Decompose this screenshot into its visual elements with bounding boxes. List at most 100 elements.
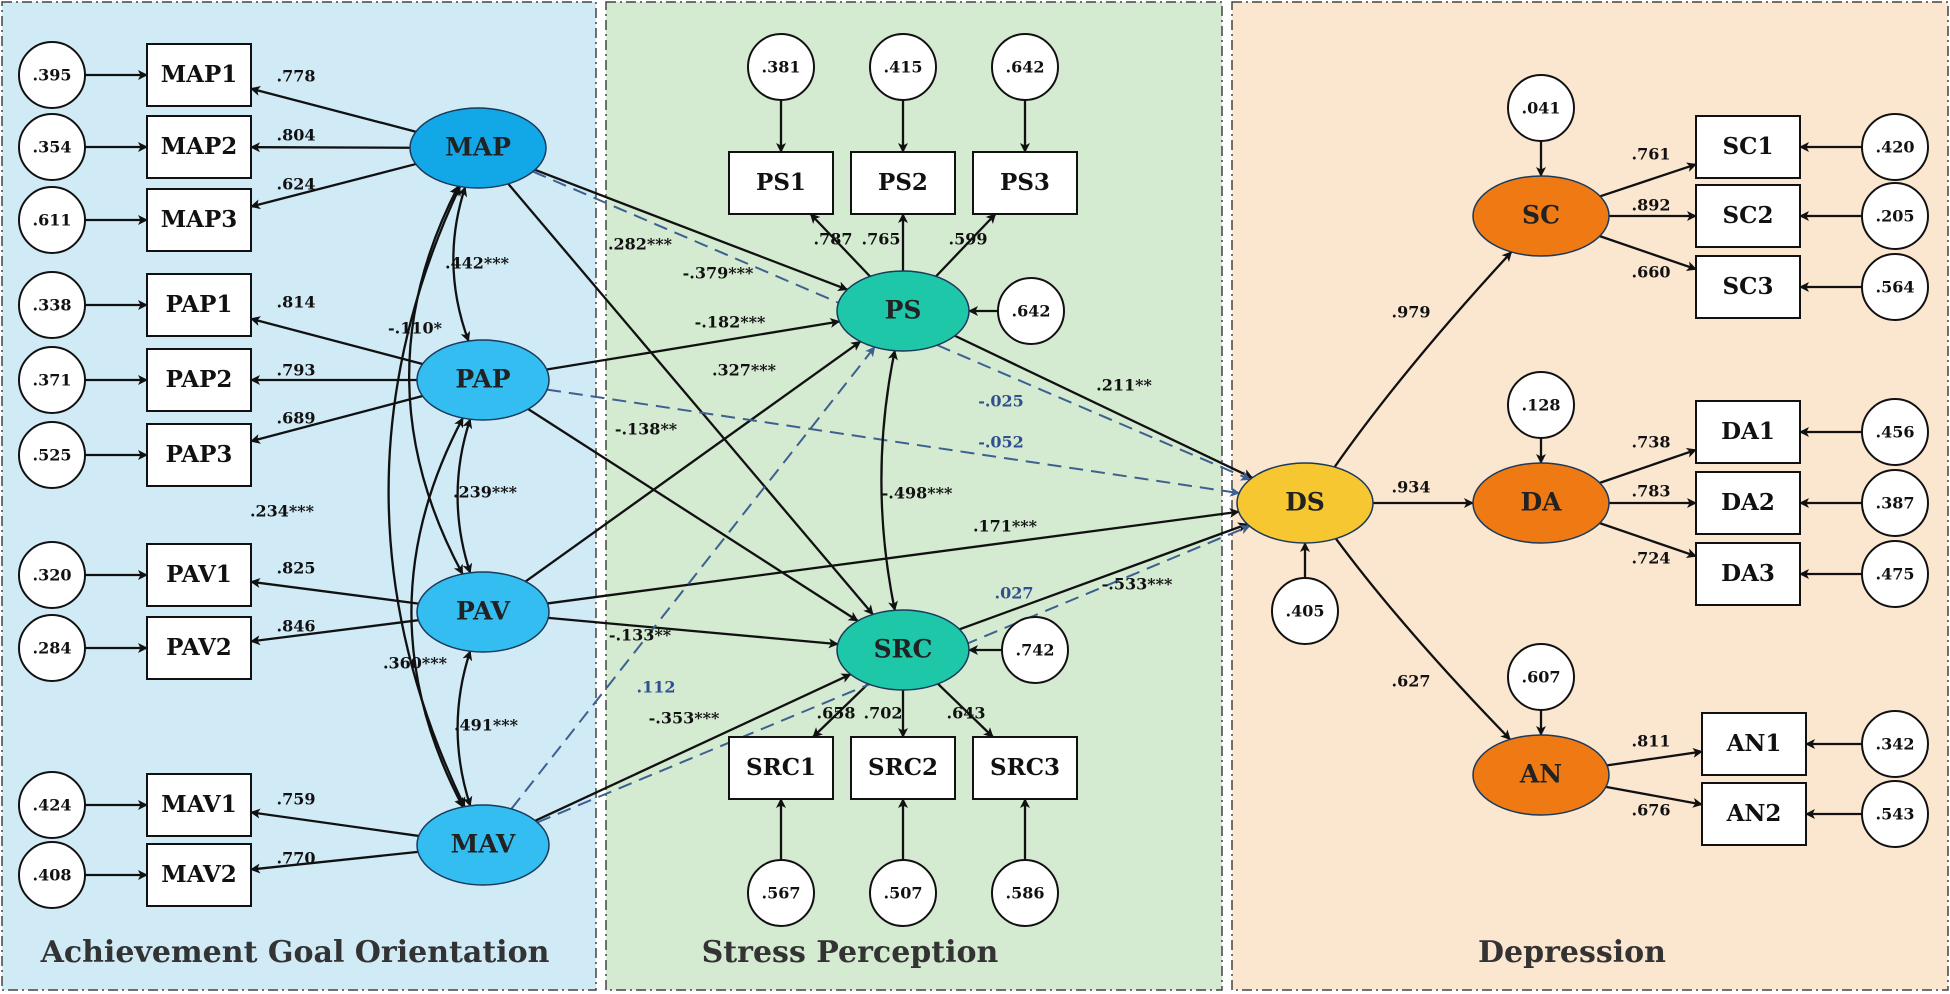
error-circle-pap2	[18, 346, 86, 414]
disturbance-value-ds: .405	[1286, 602, 1325, 621]
second-order-arrow-an	[1334, 537, 1511, 741]
indicator-box-an1	[1701, 712, 1807, 776]
loading-label-map1: .778	[277, 67, 316, 86]
path-arrow-pap-src	[527, 408, 859, 622]
loading-label-src2: .702	[864, 704, 903, 723]
loading-label-ps3: .599	[949, 230, 988, 249]
latent-ellipse-sc	[1472, 175, 1610, 257]
loading-label-src3: .643	[947, 704, 986, 723]
correlation-label-pap-mav: .360***	[383, 654, 448, 673]
error-value-sc3: .564	[1876, 278, 1915, 297]
loading-label-src1: .658	[817, 704, 856, 723]
indicator-label-sc3: SC3	[1723, 273, 1774, 300]
correlation-label-map-pap: .442***	[445, 254, 510, 273]
latent-label-ps: PS	[885, 296, 922, 325]
correlation-label-ps-src: -.498***	[882, 484, 953, 503]
error-circle-src2	[869, 859, 937, 927]
indicator-label-an1: AN1	[1726, 730, 1782, 757]
node-layer: MAP1.395MAP2.354MAP3.611PAP1.338PAP2.371…	[18, 33, 1929, 927]
indicator-box-sc2	[1695, 184, 1801, 248]
latent-ellipse-mav	[416, 804, 550, 886]
indicator-label-pav1: PAV1	[166, 561, 232, 588]
error-value-da2: .387	[1876, 494, 1915, 513]
path-arrow-pav-src	[548, 616, 839, 649]
indicator-label-pap3: PAP3	[166, 441, 233, 468]
path-arrow-mav-src	[534, 673, 852, 822]
latent-label-mav: MAV	[451, 830, 516, 859]
path-arrow-map-ps	[534, 168, 849, 292]
loading-arrow-an2	[1605, 785, 1703, 808]
indicator-box-src2	[850, 736, 956, 800]
error-circle-da1	[1861, 398, 1929, 466]
indicator-box-da3	[1695, 542, 1801, 606]
latent-label-an: AN	[1519, 760, 1562, 789]
indicator-box-pav2	[146, 616, 252, 680]
indicator-label-ps3: PS3	[1000, 169, 1050, 196]
indicator-box-sc1	[1695, 115, 1801, 179]
indicator-box-ps1	[728, 151, 834, 215]
path-arrow-mav-ps	[510, 346, 876, 810]
indicator-label-an2: AN2	[1726, 800, 1782, 827]
latent-label-pav: PAV	[456, 597, 511, 626]
error-value-an2: .543	[1876, 805, 1915, 824]
path-label-pap-src: -.138**	[615, 420, 678, 439]
error-circle-src3	[991, 859, 1059, 927]
indicator-label-map3: MAP3	[161, 206, 238, 233]
error-circle-pav1	[18, 541, 86, 609]
error-value-mav2: .408	[33, 866, 72, 885]
latent-label-pap: PAP	[455, 365, 510, 394]
latent-ellipse-an	[1472, 734, 1610, 816]
path-label-pav-src: -.133**	[609, 626, 672, 645]
error-value-mav1: .424	[33, 796, 72, 815]
disturbance-value-sc: .041	[1522, 99, 1561, 118]
error-circle-pap3	[18, 421, 86, 489]
error-circle-da3	[1861, 540, 1929, 608]
indicator-label-ps2: PS2	[878, 169, 928, 196]
loading-label-an2: .676	[1632, 801, 1671, 820]
loading-arrow-pav1	[250, 577, 419, 605]
loading-label-an1: .811	[1632, 732, 1671, 751]
latent-label-da: DA	[1520, 488, 1562, 517]
loading-arrow-sc3	[1599, 235, 1697, 271]
panel-title-stress: Stress Perception	[702, 935, 999, 970]
error-value-ps1: .381	[762, 58, 801, 77]
loading-arrow-mav1	[250, 808, 419, 838]
path-label-pav-ps: .327***	[712, 361, 777, 380]
path-label-pap-ps: -.182***	[695, 313, 766, 332]
loading-label-da1: .738	[1632, 433, 1671, 452]
indicator-label-sc2: SC2	[1723, 202, 1774, 229]
loading-label-ps1: .787	[814, 230, 853, 249]
latent-ellipse-map	[409, 107, 547, 189]
disturbance-circle-ps	[997, 277, 1065, 345]
indicator-box-src3	[972, 736, 1078, 800]
loading-label-mav1: .759	[277, 790, 316, 809]
disturbance-circle-ds	[1271, 577, 1339, 645]
second-order-label-an: .627	[1392, 672, 1431, 691]
indicator-box-map2	[146, 115, 252, 179]
error-value-map3: .611	[33, 211, 72, 230]
error-value-pap1: .338	[33, 296, 72, 315]
latent-ellipse-pap	[416, 339, 550, 421]
loading-label-pap2: .793	[277, 361, 316, 380]
error-circle-an2	[1861, 780, 1929, 848]
loading-label-mav2: .770	[277, 849, 316, 868]
loading-arrow-map2	[250, 142, 411, 153]
second-order-arrow-sc	[1333, 251, 1513, 468]
indicator-box-pap1	[146, 273, 252, 337]
error-value-map2: .354	[33, 138, 72, 157]
correlation-arc-map-pav	[408, 185, 464, 575]
path-arrow-pap-ds	[546, 388, 1241, 497]
path-label-mav-src: -.353***	[649, 709, 720, 728]
correlation-arc-map-mav	[387, 185, 466, 808]
error-circle-sc3	[1861, 253, 1929, 321]
error-circle-ps3	[991, 33, 1059, 101]
error-value-pap3: .525	[33, 446, 72, 465]
loading-label-pap3: .689	[277, 409, 316, 428]
indicator-label-map2: MAP2	[161, 133, 238, 160]
indicator-box-pav1	[146, 543, 252, 607]
path-label-ps-ds: .211**	[1096, 376, 1152, 395]
disturbance-circle-an	[1507, 643, 1575, 711]
loading-label-da2: .783	[1632, 482, 1671, 501]
indicator-label-da1: DA1	[1721, 418, 1775, 445]
error-circle-sc2	[1861, 182, 1929, 250]
